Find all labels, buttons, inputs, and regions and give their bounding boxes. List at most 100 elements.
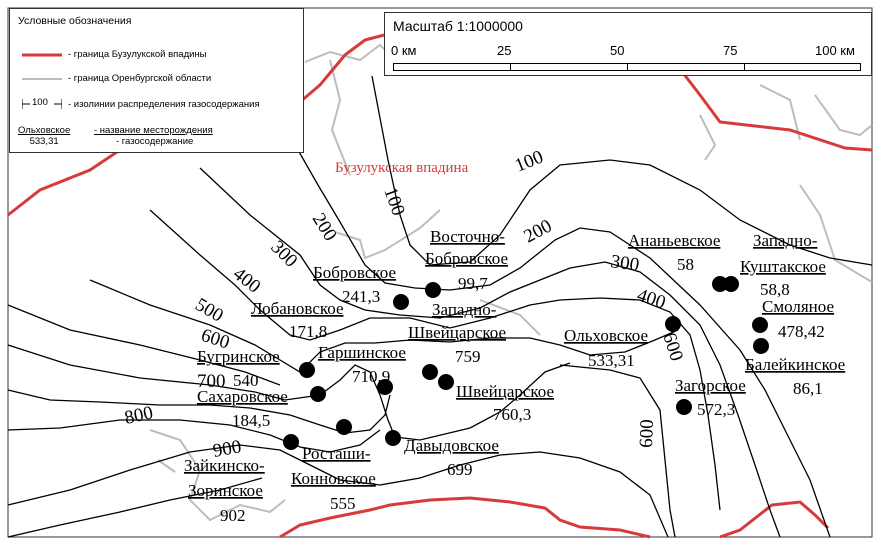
legend-example-desc: - название месторождения - газосодержани… — [94, 125, 213, 147]
scale-bar — [393, 63, 861, 71]
field-name: Сахаровское — [197, 387, 288, 406]
field-name: Загорское — [675, 376, 746, 395]
field-value: 710,9 — [352, 367, 390, 386]
isoline-label: 400 — [229, 263, 264, 297]
isoline-900 — [7, 444, 669, 538]
field-name: Западно- — [432, 300, 497, 319]
region-boundary-line — [157, 459, 176, 473]
field-name: Лобановское — [251, 299, 344, 318]
field-name: Бугринское — [197, 347, 280, 366]
field-value: 760,3 — [493, 405, 531, 424]
field-marker[interactable] — [676, 399, 692, 415]
field-value: 99,7 — [458, 274, 488, 293]
field-marker[interactable] — [422, 364, 438, 380]
field-name: Зоринское — [188, 481, 263, 500]
legend-row-basin: - граница Бузулукской впадины — [22, 49, 207, 60]
isoline-label: 700 — [197, 371, 226, 392]
isoline-label: 900 — [211, 436, 243, 462]
region-line-swatch — [22, 77, 62, 80]
field-marker[interactable] — [283, 434, 299, 450]
region-boundary-line — [149, 429, 286, 522]
legend-panel: Условные обозначения - граница Бузулукск… — [9, 8, 304, 153]
field-name: Гаршинское — [318, 343, 406, 362]
isoline-label: 100 — [512, 146, 546, 176]
isoline-label: 300 — [266, 237, 301, 272]
isoline-200 — [297, 149, 831, 538]
isoline-sample-label: 100 — [32, 97, 48, 108]
scale-bar-division — [627, 64, 628, 70]
region-boundary-line — [304, 43, 396, 63]
field-name: Конновское — [291, 469, 376, 488]
field-value: 533,31 — [588, 351, 635, 370]
field-name: Ананьевское — [628, 231, 720, 250]
field-name: Балейкинское — [745, 355, 845, 374]
basin-label: Бузулукская впадина — [335, 160, 469, 176]
isoline-label: 300 — [609, 251, 640, 276]
field-marker[interactable] — [753, 338, 769, 354]
isoline-600 — [559, 364, 676, 538]
isoline-600 — [7, 304, 281, 386]
scale-tick: 75 — [723, 43, 738, 58]
field-marker[interactable] — [310, 386, 326, 402]
field-name: Куштакское — [740, 257, 826, 276]
field-name: Росташи- — [302, 444, 371, 463]
region-boundary-line — [759, 84, 801, 141]
legend-example: Ольховское 533,31 — [18, 125, 70, 147]
isoline-600-inner — [7, 344, 571, 441]
legend-example-value-desc: - газосодержание — [116, 136, 194, 147]
scale-tick: 25 — [497, 43, 512, 58]
isoline-label: 600 — [636, 419, 658, 448]
field-name: Западно- — [753, 231, 818, 250]
field-marker[interactable] — [438, 374, 454, 390]
field-name: Зайкинско- — [184, 456, 265, 475]
legend-example-value: 533,31 — [29, 136, 59, 147]
field-value: 171,8 — [289, 322, 327, 341]
region-boundary-line — [329, 59, 351, 176]
basin-line-swatch — [22, 53, 62, 56]
scale-bar-division — [510, 64, 511, 70]
field-name: Восточно- — [430, 227, 505, 246]
isoline-label: 600 — [658, 330, 687, 364]
basin-boundary-southeast — [719, 500, 830, 539]
isoline-700 — [7, 389, 391, 434]
field-marker[interactable] — [712, 276, 728, 292]
basin-boundary-south — [279, 496, 651, 539]
field-marker[interactable] — [425, 282, 441, 298]
isoline-800 — [7, 419, 381, 453]
field-name: Бобровское — [425, 249, 508, 268]
field-marker[interactable] — [752, 317, 768, 333]
legend-row-isoline: 100 - изолинии распределения газосодержа… — [22, 97, 260, 111]
scale-title: Масштаб 1:1000000 — [393, 18, 523, 34]
legend-example-name-desc: - название месторождения — [94, 125, 213, 136]
field-marker[interactable] — [723, 276, 739, 292]
isoline-100 — [371, 75, 873, 266]
isoline-300 — [199, 167, 781, 538]
legend-isoline-text: - изолинии распределения газосодержания — [68, 98, 260, 110]
region-boundary-line — [479, 299, 541, 336]
field-name: Швейцарское — [456, 382, 554, 401]
field-marker[interactable] — [336, 419, 352, 435]
isolines — [7, 75, 873, 538]
map-frame — [7, 7, 873, 538]
field-labels: Восточно- Бобровское 99,7 Бобровское 241… — [184, 227, 845, 525]
field-marker[interactable] — [393, 294, 409, 310]
field-value: 58,8 — [760, 280, 790, 299]
legend-region-text: - граница Оренбургской области — [68, 73, 212, 84]
field-marker[interactable] — [299, 362, 315, 378]
field-markers — [283, 276, 769, 450]
region-boundary-line — [334, 209, 441, 260]
field-marker[interactable] — [377, 379, 393, 395]
basin-boundary-east — [648, 29, 873, 152]
scale-bar-division — [744, 64, 745, 70]
field-value: 241,3 — [342, 287, 380, 306]
region-boundary-line — [799, 184, 873, 283]
field-marker[interactable] — [385, 430, 401, 446]
field-name: Давыдовское — [404, 436, 499, 455]
scale-tick: 0 км — [391, 43, 417, 58]
field-value: 540 — [233, 371, 259, 390]
isoline-400 — [149, 209, 721, 511]
field-marker[interactable] — [665, 316, 681, 332]
isoline-label: 500 — [192, 294, 227, 326]
legend-example-name: Ольховское — [18, 125, 71, 136]
